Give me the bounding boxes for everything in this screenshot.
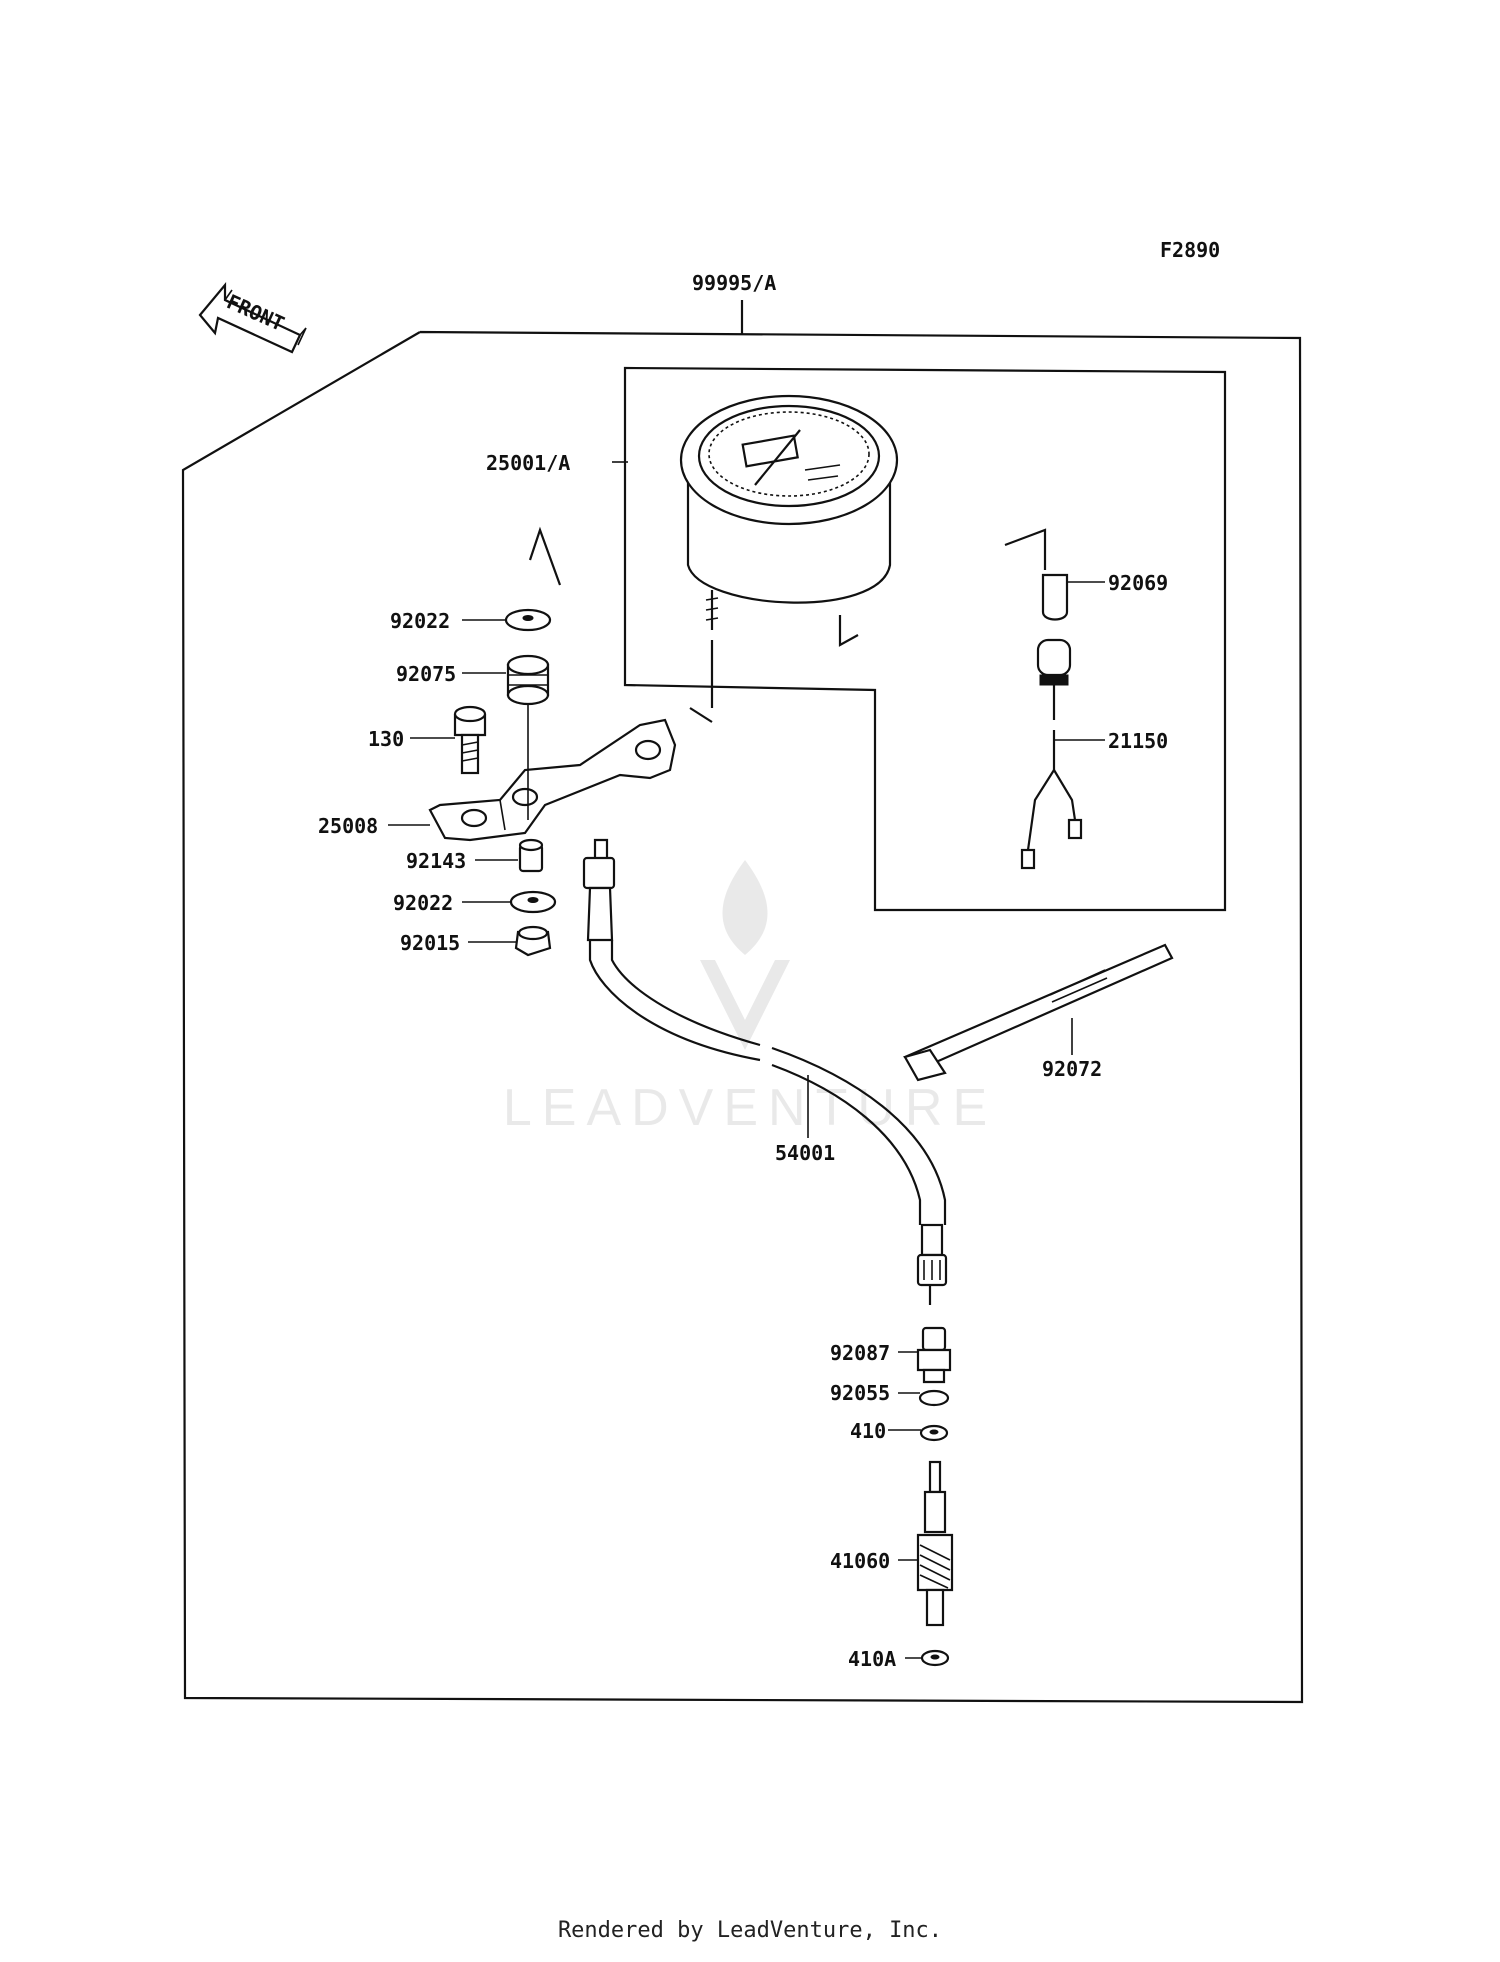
- label-410A: 410A: [848, 1647, 896, 1671]
- drive-gear: [916, 1460, 954, 1627]
- leader-lines: [388, 461, 1105, 1659]
- label-92022-lower: 92022: [393, 891, 453, 915]
- label-92069: 92069: [1108, 571, 1168, 595]
- leadventure-watermark: LEADVENTURE: [503, 860, 997, 1137]
- label-25001A: 25001/A: [486, 451, 570, 475]
- spacer-collar: [518, 838, 544, 873]
- hex-nut: [514, 925, 552, 957]
- cable-tie: [903, 943, 1174, 1082]
- gear-washer: [920, 1649, 950, 1667]
- label-92075: 92075: [396, 662, 456, 686]
- label-92143: 92143: [406, 849, 466, 873]
- label-54001: 54001: [775, 1141, 835, 1165]
- label-92015: 92015: [400, 931, 460, 955]
- speedometer-gauge: [679, 394, 899, 723]
- diagram-id: F2890: [1160, 238, 1220, 262]
- meter-bracket: [428, 718, 677, 842]
- front-label: FRONT: [223, 289, 288, 335]
- rubber-grommet: [506, 654, 550, 706]
- label-92087: 92087: [830, 1341, 890, 1365]
- watermark-text: LEADVENTURE: [503, 1079, 997, 1137]
- label-92022-upper: 92022: [390, 609, 450, 633]
- label-130: 130: [368, 727, 404, 751]
- label-41060: 41060: [830, 1549, 890, 1573]
- drive-washer: [919, 1424, 949, 1442]
- part-labels: 99995/A 25001/A 92069 92022 92075 130 21…: [318, 271, 1168, 1671]
- label-410: 410: [850, 1419, 886, 1443]
- o-ring: [918, 1389, 950, 1407]
- label-92072: 92072: [1042, 1057, 1102, 1081]
- label-21150: 21150: [1108, 729, 1168, 753]
- kit-boundary: [181, 300, 1304, 1704]
- bulb-socket-harness: [1020, 638, 1083, 870]
- label-25008: 25008: [318, 814, 378, 838]
- speedometer-cable: [582, 838, 948, 1305]
- drive-housing: [916, 1326, 952, 1384]
- washer-lower: [509, 890, 557, 914]
- meter-boundary: [623, 366, 1227, 912]
- washer-upper: [504, 526, 562, 632]
- bracket-bolt: [453, 705, 487, 775]
- label-99995A: 99995/A: [692, 271, 776, 295]
- label-92055: 92055: [830, 1381, 890, 1405]
- indicator-bulb: [1004, 528, 1069, 621]
- footer-credit: Rendered by LeadVenture, Inc.: [557, 1918, 943, 1943]
- front-arrow-icon: FRONT: [198, 281, 307, 354]
